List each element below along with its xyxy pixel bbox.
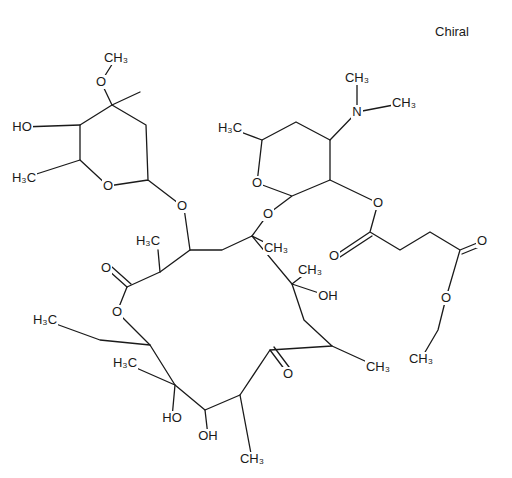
atom-label: O [95, 75, 107, 89]
atom-label: O [440, 291, 452, 305]
atom-label: CH₃ [391, 96, 417, 110]
atom-label: N [351, 105, 362, 119]
atom-label: H₃C [135, 234, 161, 248]
atom-label: O [100, 261, 112, 275]
cladinose-ring [80, 105, 182, 206]
atom-label: O [372, 196, 384, 210]
atom-label: O [282, 367, 294, 381]
atom-label: CH₃ [239, 452, 265, 466]
succinate-chain [334, 203, 484, 359]
atom-label: O [262, 207, 274, 221]
atom-label: OH [197, 429, 219, 443]
desosamine-substituents [230, 78, 404, 203]
atom-label: H₃C [217, 121, 243, 135]
atom-label: O [251, 176, 263, 190]
atom-label: CH₃ [263, 241, 289, 255]
atom-label: CH₃ [344, 71, 370, 85]
atom-label: CH₃ [365, 360, 391, 374]
atom-label: CH₃ [297, 263, 323, 277]
chirality-note: Chiral [434, 25, 470, 39]
atom-label: O [176, 199, 188, 213]
atom-label: O [476, 234, 488, 248]
atom-label: CH₃ [103, 51, 129, 65]
atom-label: HO [161, 411, 183, 425]
atom-label: H₃C [32, 313, 58, 327]
cladinose-substituents [22, 58, 140, 178]
substituent-bonds [45, 208, 378, 459]
atom-label: HO [11, 120, 33, 134]
macrolide-ring [117, 236, 332, 410]
atom-label: O [328, 249, 340, 263]
atom-label: O [111, 305, 123, 319]
desosamine-ring [257, 122, 330, 214]
atom-label: O [102, 179, 114, 193]
atom-label: OH [317, 289, 339, 303]
atom-label: H₃C [112, 356, 138, 370]
atom-label: H₃C [11, 171, 37, 185]
atom-label: CH₃ [408, 352, 434, 366]
